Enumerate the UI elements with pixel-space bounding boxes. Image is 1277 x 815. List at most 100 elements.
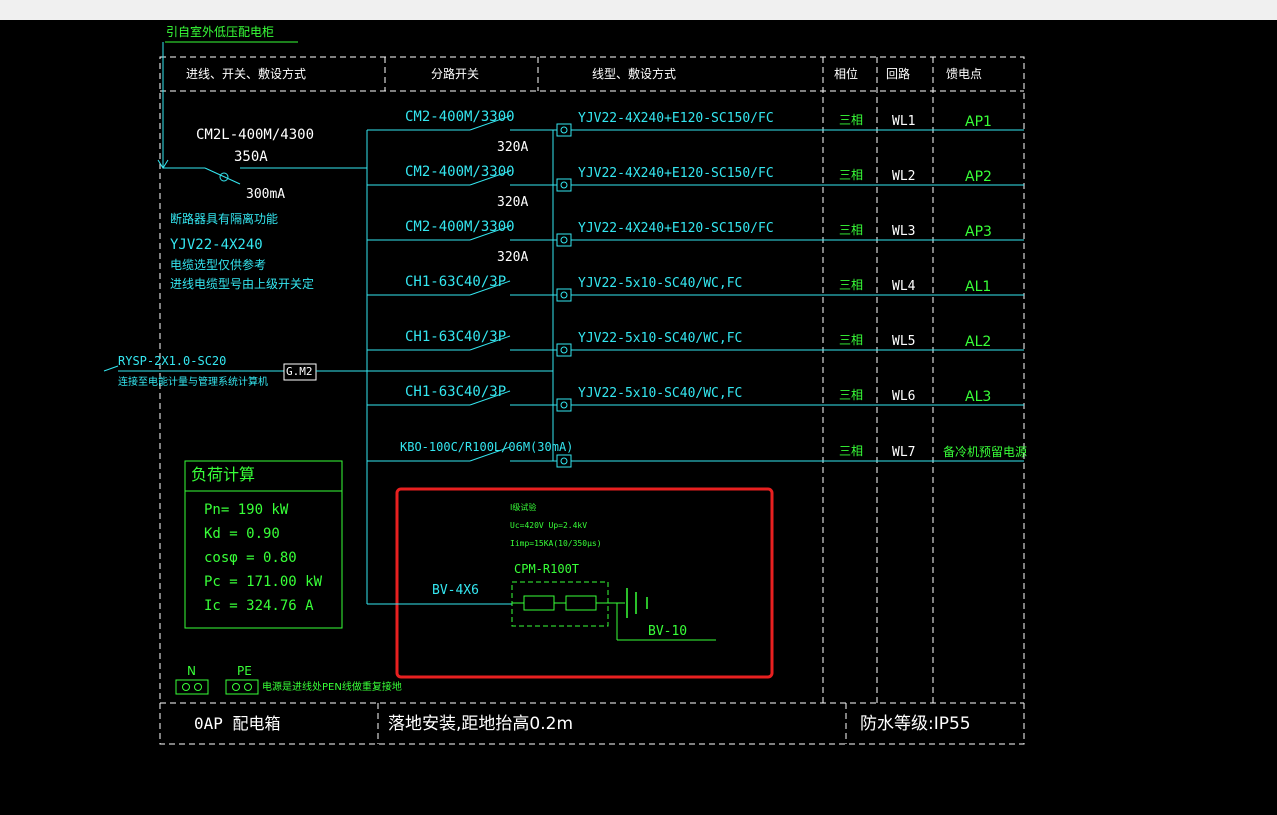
branch-terminal xyxy=(556,454,572,468)
branch-switch-label: CM2-400M/3300 xyxy=(405,219,515,235)
branch-terminal xyxy=(556,123,572,137)
source-note: 引自室外低压配电柜 xyxy=(166,25,275,39)
branch-switch-label: CH1-63C40/3P xyxy=(405,329,507,345)
branch-cable-label: YJV22-5x10-SC40/WC,FC xyxy=(578,331,743,346)
branch-circuit-label: WL3 xyxy=(892,224,916,239)
branch-terminal xyxy=(556,343,572,357)
branch-phase-label: 三相 xyxy=(839,444,864,458)
branch-terminal-screw xyxy=(560,181,568,189)
terminal-note: 电源是进线处PEN线做重复接地 xyxy=(262,682,402,693)
branch-phase-label: 三相 xyxy=(839,168,864,182)
branch-rating-label: 320A xyxy=(497,250,529,265)
branch-switch-label: CM2-400M/3300 xyxy=(405,164,515,180)
spd-class: Ⅰ级试验 xyxy=(510,503,537,512)
branch-circuit-label: WL1 xyxy=(892,114,916,129)
terminal-n-label: N xyxy=(187,664,196,678)
branch-switch-blade xyxy=(469,446,511,462)
branch-terminal-screw xyxy=(560,457,568,465)
monitor-module: G.M2 xyxy=(286,365,313,378)
branch-switch-label: CH1-63C40/3P xyxy=(405,384,507,400)
branch-circuit-label: WL6 xyxy=(892,389,916,404)
branch-feed-label: AL3 xyxy=(965,389,992,405)
branch-phase-label: 三相 xyxy=(839,223,864,237)
footer-ip: 防水等级:IP55 xyxy=(860,714,971,734)
col-phase: 相位 xyxy=(834,67,859,81)
circuit-branches xyxy=(367,115,1024,468)
branch-terminal-screw xyxy=(560,291,568,299)
col-circuit: 回路 xyxy=(886,67,911,81)
incoming-note-upstream: 进线电缆型号由上级开关定 xyxy=(170,277,315,291)
load-cos: cosφ = 0.80 xyxy=(204,550,297,566)
branch-terminal xyxy=(556,178,572,192)
branch-rating-label: 320A xyxy=(497,140,529,155)
branch-terminal xyxy=(556,398,572,412)
branch-cable-label: YJV22-5x10-SC40/WC,FC xyxy=(578,276,743,291)
branch-feed-label: AL1 xyxy=(965,279,992,295)
spd-uc: Uc=420V Up=2.4kV xyxy=(510,521,588,530)
monitor-note: 连接至电能计量与管理系统计算机 xyxy=(118,377,268,388)
branch-cable-label: YJV22-4X240+E120-SC150/FC xyxy=(578,166,774,181)
branch-switch-blade xyxy=(469,390,511,406)
branch-terminal-screw xyxy=(560,126,568,134)
incoming-note-isolation: 断路器具有隔离功能 xyxy=(170,212,279,226)
branch-circuit-label: WL4 xyxy=(892,279,916,294)
monitor-line xyxy=(103,363,553,381)
spd-assembly xyxy=(367,487,774,679)
incoming-leakage: 300mA xyxy=(246,187,286,202)
branch-feed-label: 备冷机预留电源 xyxy=(943,445,1028,459)
branch-switch-blade xyxy=(469,225,511,241)
load-pn: Pn= 190 kW xyxy=(204,502,289,518)
branch-phase-label: 三相 xyxy=(839,388,864,402)
branch-switch-label: CM2-400M/3300 xyxy=(405,109,515,125)
spd-iimp: Iimp=15KA(10/350μs) xyxy=(510,539,602,548)
branch-feed-label: AP2 xyxy=(965,169,992,185)
branch-switch-label: CH1-63C40/3P xyxy=(405,274,507,290)
load-pc: Pc = 171.00 kW xyxy=(204,574,323,590)
branch-terminal-screw xyxy=(560,401,568,409)
terminal-blocks xyxy=(175,679,259,695)
branch-terminal xyxy=(556,288,572,302)
incoming-cable: YJV22-4X240 xyxy=(170,237,263,253)
branch-feed-label: AL2 xyxy=(965,334,992,350)
footer-panel-name: 0AP 配电箱 xyxy=(194,714,281,733)
branch-switch-blade xyxy=(469,170,511,186)
branch-terminal-screw xyxy=(560,236,568,244)
monitor-cable: RYSP-2X1.0-SC20 xyxy=(118,354,227,368)
branch-switch-blade xyxy=(469,115,511,131)
branch-circuit-label: WL2 xyxy=(892,169,916,184)
footer-install: 落地安装,距地抬高0.2m xyxy=(388,714,573,734)
branch-terminal xyxy=(556,233,572,247)
highlight-box xyxy=(395,487,774,679)
top-bar xyxy=(0,0,1277,20)
branch-switch-label: KBO-100C/R100L/06M(30mA) xyxy=(400,440,574,454)
table-frame xyxy=(159,56,1025,745)
branch-switch-blade xyxy=(469,280,511,296)
load-kd: Kd = 0.90 xyxy=(204,526,280,542)
branch-phase-label: 三相 xyxy=(839,113,864,127)
branch-cable-label: YJV22-5x10-SC40/WC,FC xyxy=(578,386,743,401)
col-feed: 馈电点 xyxy=(946,67,983,81)
incoming-note-cable: 电缆选型仅供参考 xyxy=(170,258,267,272)
spd-feed-cable: BV-4X6 xyxy=(432,583,479,598)
branch-cable-label: YJV22-4X240+E120-SC150/FC xyxy=(578,111,774,126)
incoming-feeder xyxy=(157,42,368,604)
branch-feed-label: AP3 xyxy=(965,224,992,240)
branch-circuit-label: WL5 xyxy=(892,334,916,349)
branch-cable-label: YJV22-4X240+E120-SC150/FC xyxy=(578,221,774,236)
spd-ground-cable: BV-10 xyxy=(648,624,688,639)
branch-circuit-label: WL7 xyxy=(892,445,916,460)
incoming-breaker: CM2L-400M/4300 xyxy=(196,127,315,143)
branch-switch-blade xyxy=(469,335,511,351)
spd-model: CPM-R100T xyxy=(514,562,580,576)
load-calc-title: 负荷计算 xyxy=(191,465,256,484)
branch-feed-label: AP1 xyxy=(965,114,992,130)
branch-phase-label: 三相 xyxy=(839,333,864,347)
load-calc-box xyxy=(184,460,343,629)
col-incoming: 进线、开关、敷设方式 xyxy=(186,67,307,81)
terminal-pe-label: PE xyxy=(237,664,252,678)
branch-rating-label: 320A xyxy=(497,195,529,210)
branch-phase-label: 三相 xyxy=(839,278,864,292)
load-ic: Ic = 324.76 A xyxy=(204,598,314,614)
col-cable: 线型、敷设方式 xyxy=(592,67,677,81)
